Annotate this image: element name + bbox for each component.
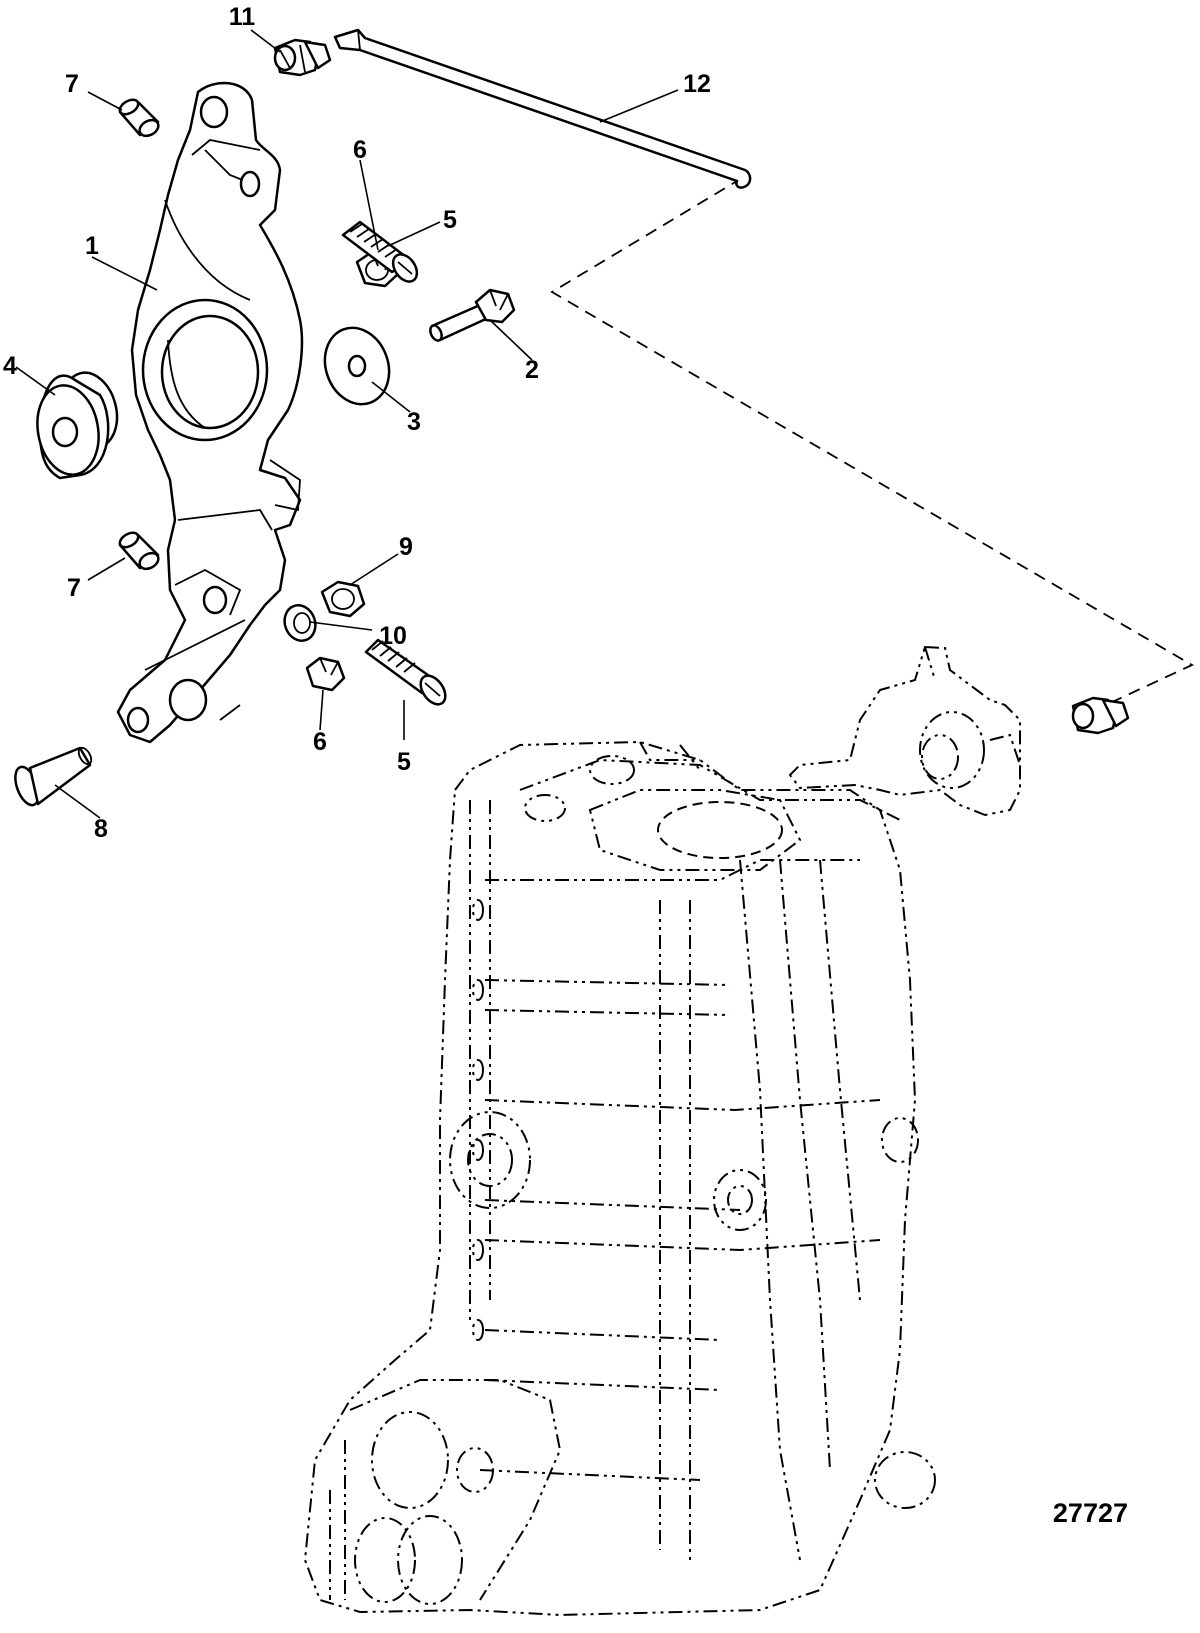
clip-part-11-upper <box>273 38 332 77</box>
screw-part-5-lower <box>364 638 447 706</box>
callout-5-lower: 5 <box>397 748 411 776</box>
callout-12: 12 <box>683 70 711 98</box>
bolt-part-2 <box>429 288 516 342</box>
washer-part-10 <box>283 604 317 642</box>
figure-number: 27727 <box>1053 1498 1128 1528</box>
callout-6-upper: 6 <box>353 136 367 164</box>
bushing-part-7-lower <box>118 531 160 571</box>
pin-part-8 <box>14 746 93 807</box>
callout-leaders <box>15 29 679 819</box>
routing-dashed-line <box>550 177 1194 704</box>
callout-7-upper: 7 <box>65 70 79 98</box>
callout-10: 10 <box>379 622 407 650</box>
callout-4: 4 <box>3 352 17 380</box>
nut-part-6-lower <box>305 656 346 692</box>
nut-part-9 <box>320 580 366 618</box>
callout-6-lower: 6 <box>313 728 327 756</box>
callout-11: 11 <box>229 3 256 31</box>
housing-phantom-outline <box>303 740 936 1617</box>
lever-bracket-part-1 <box>116 81 304 744</box>
washer-part-3 <box>323 326 391 406</box>
callout-2: 2 <box>525 356 539 384</box>
callout-8: 8 <box>94 815 108 843</box>
callout-5-upper: 5 <box>443 206 457 234</box>
callout-3: 3 <box>407 408 421 436</box>
callout-1: 1 <box>85 232 99 260</box>
bumper-part-4 <box>36 371 119 480</box>
callout-9: 9 <box>399 533 413 561</box>
rod-part-12 <box>333 28 752 189</box>
bushing-part-7-upper <box>118 98 160 138</box>
screw-part-5-upper <box>341 220 419 283</box>
clip-part-11-lower <box>1071 696 1130 735</box>
phantom-bracket <box>788 645 1021 817</box>
callout-7-lower: 7 <box>67 574 81 602</box>
callout-labels: 11 12 7 6 5 1 2 4 3 9 7 10 6 5 8 <box>3 3 711 843</box>
